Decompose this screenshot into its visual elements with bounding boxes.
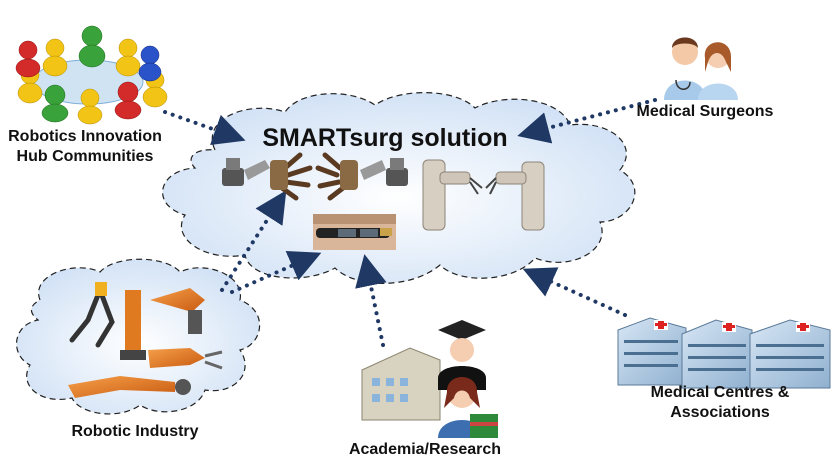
arrow-industry-1 [220,190,287,292]
arrow-academia [355,254,387,347]
academia-label: Academia/Research [348,441,502,458]
arrow-industry-2 [230,250,322,294]
solution-title: SMARTsurg solution [262,124,508,152]
robotic-hands-icon [222,152,408,201]
surgeons-icon [664,37,738,100]
industry-label: Robotic Industry [71,423,199,440]
hub-label: Robotics Innovation Hub Communities [8,128,162,165]
hospital-icon [617,317,831,389]
arrow-surgeons [517,98,657,144]
arrow-centres [522,267,627,317]
people-circle-icon [15,25,168,125]
surgeons-label: Medical Surgeons [636,103,774,120]
arrows [163,98,657,347]
university-graduate-icon [361,320,498,438]
centres-label: Medical Centres & Associations [650,384,790,421]
surgical-robot-icon [422,159,545,231]
solution-cloud [162,92,636,284]
smart-glasses-icon [313,214,396,250]
arrow-hub [163,110,246,146]
robot-arms-icon [68,282,223,398]
